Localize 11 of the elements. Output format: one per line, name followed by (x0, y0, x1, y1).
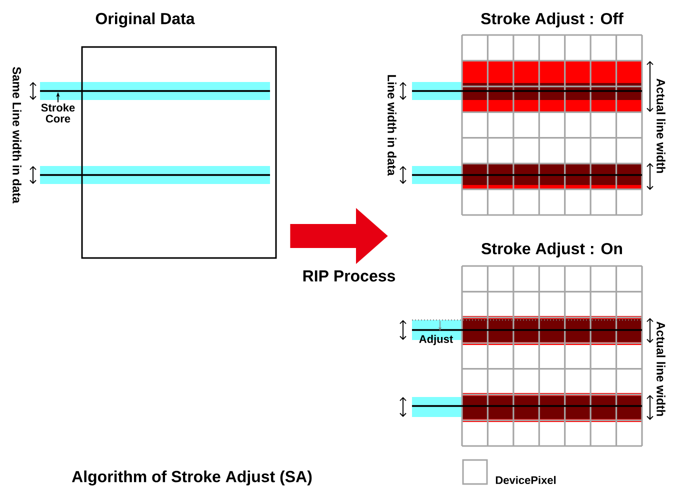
title: Original Data (96, 12, 195, 28)
callout-text: Stroke Core (41, 103, 75, 123)
caption: Algorithm of Stroke Adjust (SA) (72, 470, 312, 486)
legend-text: DevicePixel (496, 476, 556, 484)
edge-label: RIP Process (303, 270, 395, 282)
side-label: Line width in data (388, 75, 396, 176)
side-label: Same Line width in data (12, 67, 22, 204)
title: Stroke Adjust : Off (481, 12, 624, 28)
side-label: Actual line width (656, 322, 666, 416)
side-label: Actual line width (656, 78, 666, 173)
title: Stroke Adjust : On (482, 242, 622, 258)
